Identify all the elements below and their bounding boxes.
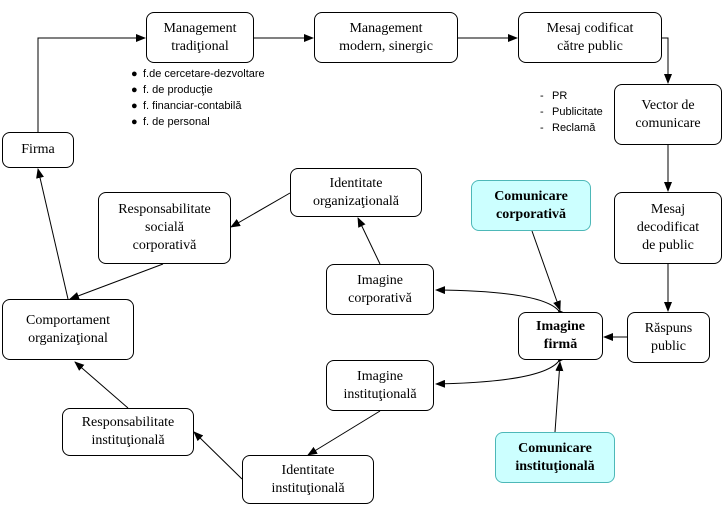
node-raspuns-public[interactable]: Răspuns public <box>627 312 710 363</box>
node-imagine-corporativa[interactable]: Imagine corporativă <box>326 264 434 315</box>
channels-list-item: -PR <box>540 90 568 102</box>
channels-list: -PR -Publicitate -Reclamă <box>540 88 603 136</box>
edge-comunicare-institutionala-to-imagine-firma <box>554 361 564 433</box>
edge-comportament-to-firma <box>36 168 69 300</box>
node-mesaj-decodificat[interactable]: Mesaj decodificat de public <box>614 192 722 264</box>
edge-identitate-organizationala-to-responsabilitate-sociala <box>230 192 291 228</box>
bullet-icon: ● <box>131 100 138 112</box>
channels-list-item: -Reclamă <box>540 122 596 134</box>
edge-imagine-firma-imagine-institutionala <box>435 352 567 388</box>
bullet-icon: ● <box>131 68 138 80</box>
dash-icon: - <box>540 106 544 118</box>
bullet-icon: ● <box>131 116 138 128</box>
edge-responsabilitate-institutionala-to-comportament <box>74 361 129 409</box>
bullet-icon: ● <box>131 84 138 96</box>
edge-responsabilitate-sociala-to-comportament <box>69 263 164 300</box>
node-management-modern[interactable]: Management modern, sinergic <box>314 12 458 63</box>
node-comunicare-institutionala[interactable]: Comunicare instituţională <box>495 432 615 483</box>
dash-icon: - <box>540 122 544 134</box>
edge-mesaj-codificat-to-vector <box>662 37 672 84</box>
node-identitate-organizationala[interactable]: Identitate organizaţională <box>290 168 422 217</box>
node-responsabilitate-institutionala[interactable]: Responsabilitate instituţională <box>62 408 194 456</box>
edge-imagine-firma-imagine-corporativa <box>435 286 568 320</box>
node-vector-comunicare[interactable]: Vector de comunicare <box>614 84 722 145</box>
node-responsabilitate-sociala[interactable]: Responsabilitate socială corporativă <box>98 192 231 264</box>
functions-list-item: ●f. financiar-contabilă <box>131 100 242 112</box>
node-firma[interactable]: Firma <box>2 132 74 168</box>
functions-list-item: ●f. de personal <box>131 116 210 128</box>
functions-list-item: ●f.de cercetare-dezvoltare <box>131 68 265 80</box>
edge-imagine-institutionala-to-identitate-institutionala <box>307 410 381 456</box>
edge-comunicare-corporativa-to-imagine-firma <box>531 230 561 311</box>
node-management-traditional[interactable]: Management tradiţional <box>146 12 254 63</box>
edge-firma-to-management-traditional <box>37 34 146 132</box>
edge-identitate-institutionala-to-responsabilitate-institutionala <box>193 431 243 480</box>
channels-list-item: -Publicitate <box>540 106 603 118</box>
node-identitate-institutionala[interactable]: Identitate instituţională <box>242 455 374 504</box>
node-imagine-firma[interactable]: Imagine firmă <box>518 312 603 360</box>
dash-icon: - <box>540 90 544 102</box>
edge-imagine-corporativa-to-identitate-organizationala <box>357 217 381 265</box>
node-mesaj-codificat[interactable]: Mesaj codificat către public <box>518 12 662 63</box>
node-comunicare-corporativa[interactable]: Comunicare corporativă <box>471 180 591 231</box>
node-imagine-institutionala[interactable]: Imagine instituţională <box>326 360 434 411</box>
node-comportament-organizational[interactable]: Comportament organizaţional <box>2 299 134 360</box>
functions-list: ●f.de cercetare-dezvoltare ●f. de produc… <box>131 66 265 130</box>
functions-list-item: ●f. de producţie <box>131 84 213 96</box>
